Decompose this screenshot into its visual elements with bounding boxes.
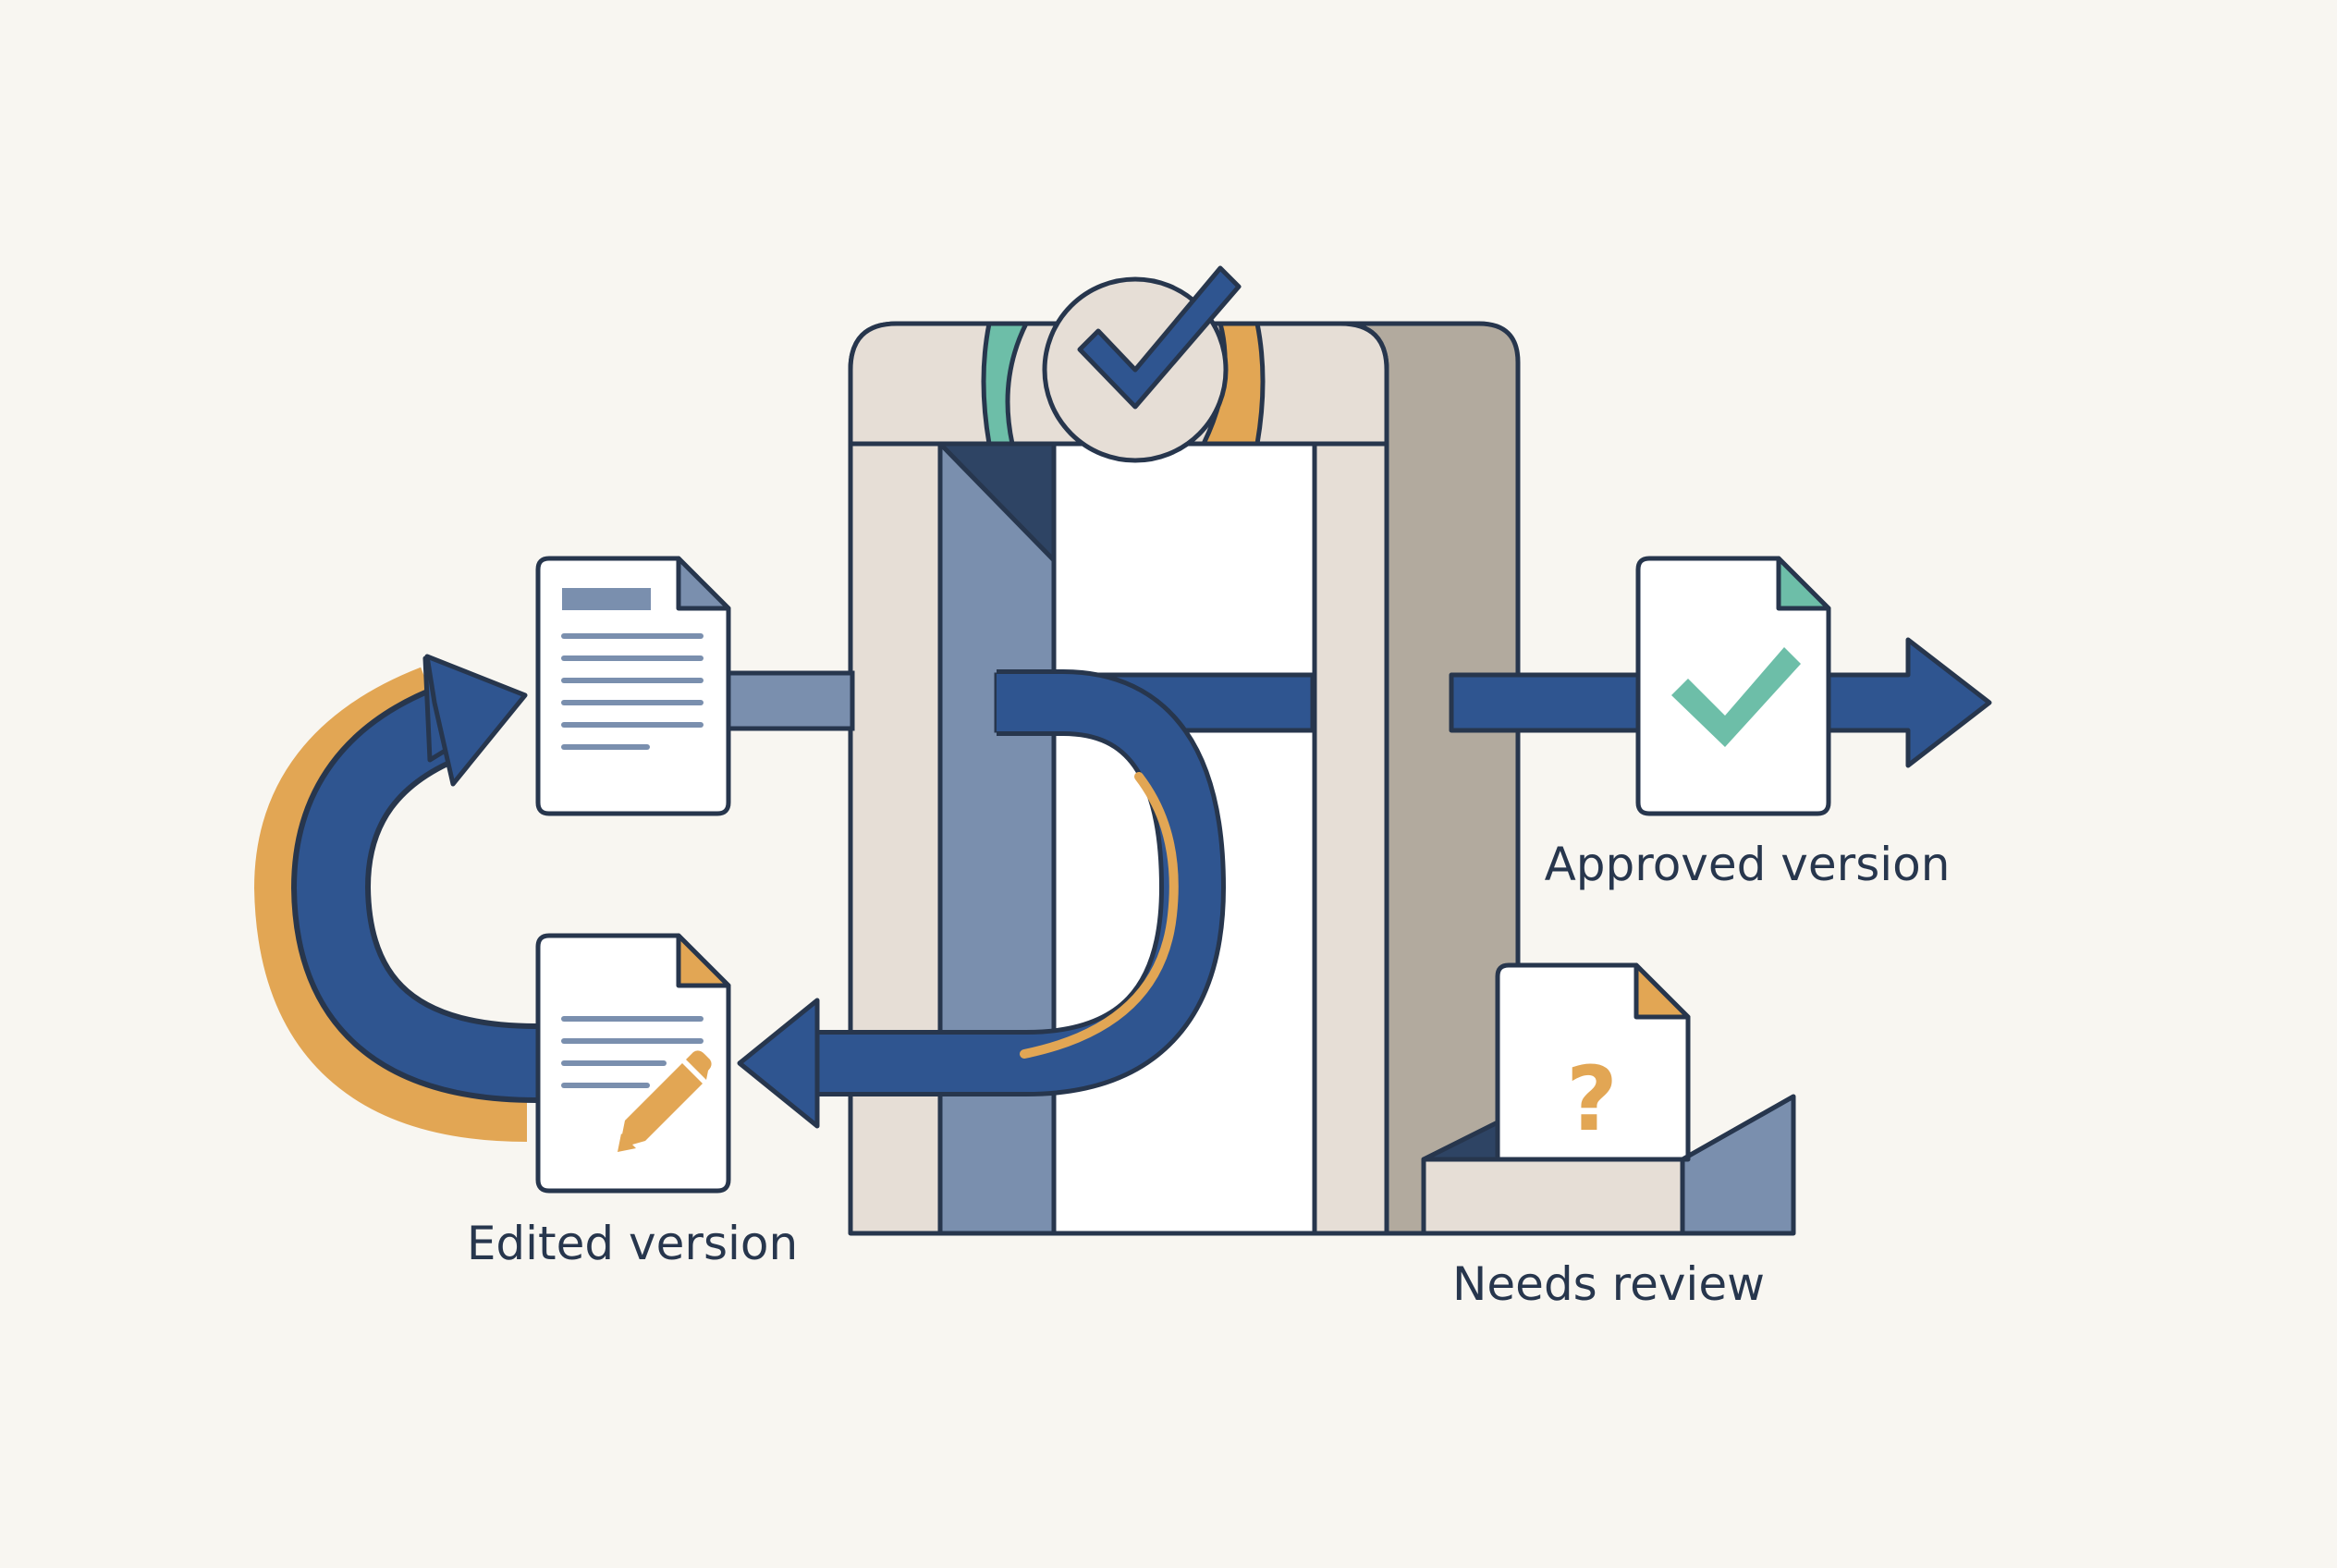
source-document-heading: [562, 588, 651, 610]
approved-version-label: Approved version: [1545, 838, 1951, 891]
question-mark-icon: ?: [1566, 1047, 1618, 1151]
revision-loop: [253, 654, 537, 1142]
badge-teal-ring: [981, 321, 1031, 447]
review-gate: [848, 321, 1521, 1236]
source-document-fold: [676, 556, 731, 611]
source-document: [535, 556, 731, 816]
gate-right-pillar-face: [1310, 439, 1389, 1236]
approved-document-page: [1635, 556, 1831, 816]
tray-top-right: [1681, 1094, 1795, 1162]
review-tray: ?: [1421, 962, 1796, 1236]
return-curve-highlight: [1020, 772, 1179, 1059]
loop-arc-fill: [296, 689, 537, 1097]
input-connector: [726, 670, 855, 731]
return-arrowhead: [737, 998, 820, 1129]
source-document-lines: [561, 633, 704, 750]
return-curve: [795, 674, 1222, 1092]
gate-inner-column: [937, 441, 1057, 1236]
check-circle-icon: [981, 265, 1266, 463]
edited-document-fold: [676, 933, 731, 988]
loop-arrowhead-tip: [424, 654, 528, 787]
review-document-fold: [1633, 962, 1691, 1020]
badge-check: [1077, 265, 1242, 410]
edited-document: [535, 933, 731, 1194]
needs-review-label: Needs review: [1452, 1257, 1765, 1311]
approved-document: [1635, 556, 1831, 816]
tray-front: [1421, 1157, 1685, 1236]
approved-document-fold: [1776, 556, 1831, 611]
pencil-icon: [618, 1050, 712, 1152]
edited-document-lines: [561, 1016, 704, 1088]
edited-version-label: Edited version: [467, 1217, 798, 1270]
check-icon: [1671, 647, 1801, 747]
